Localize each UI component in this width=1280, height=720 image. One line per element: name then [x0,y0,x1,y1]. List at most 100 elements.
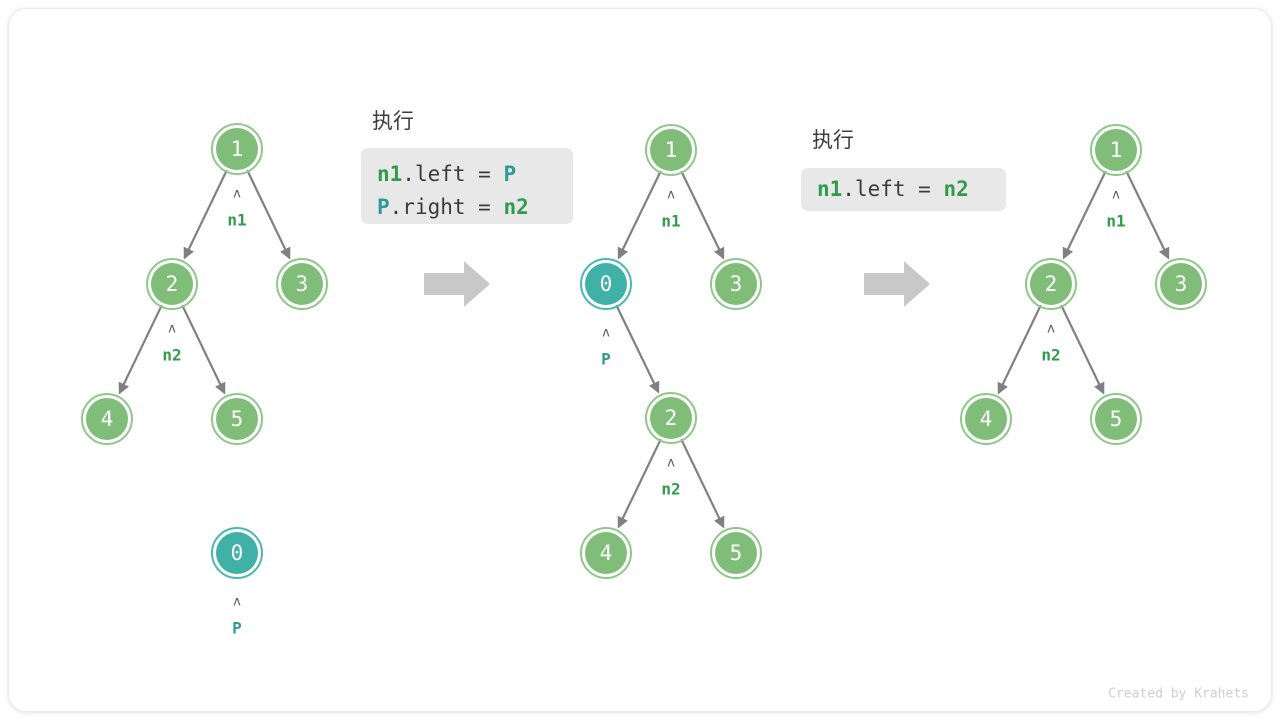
code-token: .left = [842,177,943,201]
tree-edge [997,304,1042,395]
node-value-label: 4 [101,407,114,431]
node-outer-ring [645,392,697,444]
node-value-label: 4 [980,407,993,431]
tree-edge [118,304,163,395]
tree-node-5[interactable]: 5 [1090,393,1142,445]
node-circle [86,398,128,440]
node-circle [216,398,258,440]
node-circle [216,532,258,574]
step-caption-1: 执行 [372,109,414,133]
node-outer-ring [1090,393,1142,445]
footer-credit: Created by Krahets [1108,687,1249,702]
tree-node-2[interactable]: 2 [645,392,697,444]
node-value-label: 2 [1045,272,1058,296]
node-outer-ring [146,258,198,310]
step-caption-2: 执行 [812,128,854,152]
pointer-caret-icon: ʌ [1112,188,1120,203]
tree-node-2[interactable]: 2 [146,258,198,310]
pointer-label-n1: ʌ n1 [227,187,246,230]
pointer-label-text: n1 [227,211,246,230]
node-circle [585,263,627,305]
code-token: .left = [402,162,503,186]
tree-node-2[interactable]: 2 [1025,258,1077,310]
pointer-label-text: n2 [1041,346,1060,365]
tree-edge [617,170,662,260]
pointer-caret-icon: ʌ [233,187,241,202]
tree-node-0[interactable]: 0 [580,258,632,310]
code-token: n1 [377,162,402,186]
node-circle [1030,263,1072,305]
code-block-1-line-2: P.right = n2 [377,195,529,219]
node-outer-ring [211,123,263,175]
node-outer-ring [276,258,328,310]
pointer-label-text: P [232,619,242,638]
node-value-label: 3 [1175,272,1188,296]
node-value-label: 4 [600,541,613,565]
code-block-1-line-1: n1.left = P [377,162,516,186]
node-outer-ring [580,527,632,579]
tree-edge [183,169,228,260]
tree-node-4[interactable]: 4 [580,527,632,579]
tree-node-3[interactable]: 3 [1155,258,1207,310]
node-circle [585,532,627,574]
code-token: P [377,195,390,219]
code-token: n2 [503,195,528,219]
pointer-label-n2: ʌn2 [162,322,181,365]
node-value-label: 2 [166,272,179,296]
tree-node-5[interactable]: 5 [710,527,762,579]
node-circle [1095,129,1137,171]
node-circle [715,263,757,305]
code-token: P [503,162,516,186]
node-value-label: 1 [231,137,244,161]
pointer-caret-icon: ʌ [168,322,176,337]
node-value-label: 3 [730,272,743,296]
node-value-label: 3 [296,272,309,296]
node-circle [650,129,692,171]
code-block-2-background [801,168,1006,211]
tree-node-5[interactable]: 5 [211,393,263,445]
tree-node-1[interactable]: 1 [1090,124,1142,176]
tree-edge [1060,304,1105,395]
tree-node-1[interactable]: 1 [211,123,263,175]
tree-node-4[interactable]: 4 [81,393,133,445]
node-circle [715,532,757,574]
tree-edge [617,438,662,529]
tree-edge [680,170,725,260]
pointer-label-text: n1 [661,212,680,231]
node-value-label: 0 [231,541,244,565]
node-circle [965,398,1007,440]
node-outer-ring [211,527,263,579]
tree-edge [181,304,226,395]
tree-node-3[interactable]: 3 [276,258,328,310]
transition-arrows-layer [424,261,930,307]
pointer-label-text: n2 [661,480,680,499]
pointer-label-text: n1 [1106,212,1125,231]
code-block-1-background [361,148,573,224]
node-value-label: 5 [730,541,743,565]
node-circle [1095,398,1137,440]
pointer-caret-icon: ʌ [667,456,675,471]
node-outer-ring [580,258,632,310]
pointer-label-n2: ʌn2 [1041,322,1060,365]
pointer-label-n1: ʌ n1 [1106,188,1125,231]
tree-edge [246,169,291,260]
code-token: n2 [943,177,968,201]
tree-node-3[interactable]: 3 [710,258,762,310]
tree-node-4[interactable]: 4 [960,393,1012,445]
tree-node-0[interactable]: 0 [211,527,263,579]
node-circle [281,263,323,305]
code-token: n1 [817,177,842,201]
node-value-label: 1 [665,138,678,162]
pointer-caret-icon: ʌ [233,595,241,610]
node-outer-ring [960,393,1012,445]
node-outer-ring [710,527,762,579]
node-outer-ring [1025,258,1077,310]
node-outer-ring [1090,124,1142,176]
pointer-label-n1: ʌ n1 [661,188,680,231]
tree-node-1[interactable]: 1 [645,124,697,176]
pointer-caret-icon: ʌ [667,188,675,203]
